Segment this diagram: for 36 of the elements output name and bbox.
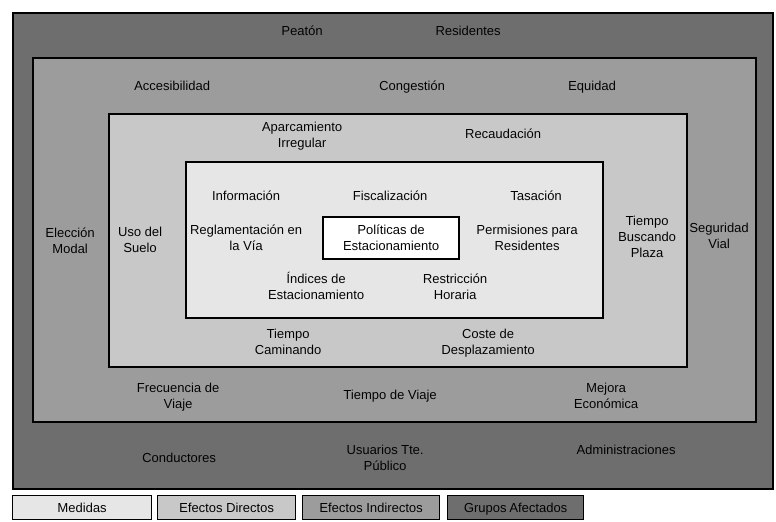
nested-frame <box>32 57 757 423</box>
factor-label: Usuarios Tte. Público <box>345 442 425 474</box>
legend-label: Grupos Afectados <box>464 498 568 517</box>
factor-label: Índices de Estacionamiento <box>266 271 366 303</box>
factor-label: Congestión <box>379 78 445 94</box>
factor-label: Uso del Suelo <box>116 224 164 256</box>
factor-label: Seguridad Vial <box>688 220 750 252</box>
factor-label: Mejora Económica <box>572 380 640 412</box>
legend-label: Efectos Directos <box>179 498 274 517</box>
factor-label: Reglamentación en la Vía <box>188 222 304 254</box>
factor-label: Elección Modal <box>44 225 96 257</box>
factor-label: Políticas de Estacionamiento <box>342 222 440 254</box>
factor-label: Peatón <box>281 23 323 39</box>
factor-label: Permisiones para Residentes <box>475 222 579 254</box>
factor-label: Residentes <box>435 23 501 39</box>
nested-frame <box>322 216 460 260</box>
factor-label: Administraciones <box>576 442 676 458</box>
factor-label: Tiempo de Viaje <box>343 387 437 403</box>
factor-label: Tasación <box>510 188 562 204</box>
factor-label: Recaudación <box>465 126 541 142</box>
nested-frame <box>12 12 774 490</box>
factor-label: Tiempo Buscando Plaza <box>617 213 677 261</box>
factor-label: Aparcamiento Irregular <box>260 119 344 151</box>
factor-label: Información <box>212 188 280 204</box>
legend-label: Medidas <box>57 498 107 517</box>
factor-label: Conductores <box>142 450 216 466</box>
factor-label: Equidad <box>568 78 616 94</box>
nested-frame <box>108 113 688 368</box>
factor-label: Coste de Desplazamiento <box>440 326 536 358</box>
factor-label: Restricción Horaria <box>422 271 488 303</box>
factor-label: Fiscalización <box>352 188 428 204</box>
factor-label: Tiempo Caminando <box>254 326 322 358</box>
legend-label: Efectos Indirectos <box>319 498 423 517</box>
nested-frame <box>185 161 604 319</box>
factor-label: Accesibilidad <box>134 78 210 94</box>
factor-label: Frecuencia de Viaje <box>136 380 220 412</box>
